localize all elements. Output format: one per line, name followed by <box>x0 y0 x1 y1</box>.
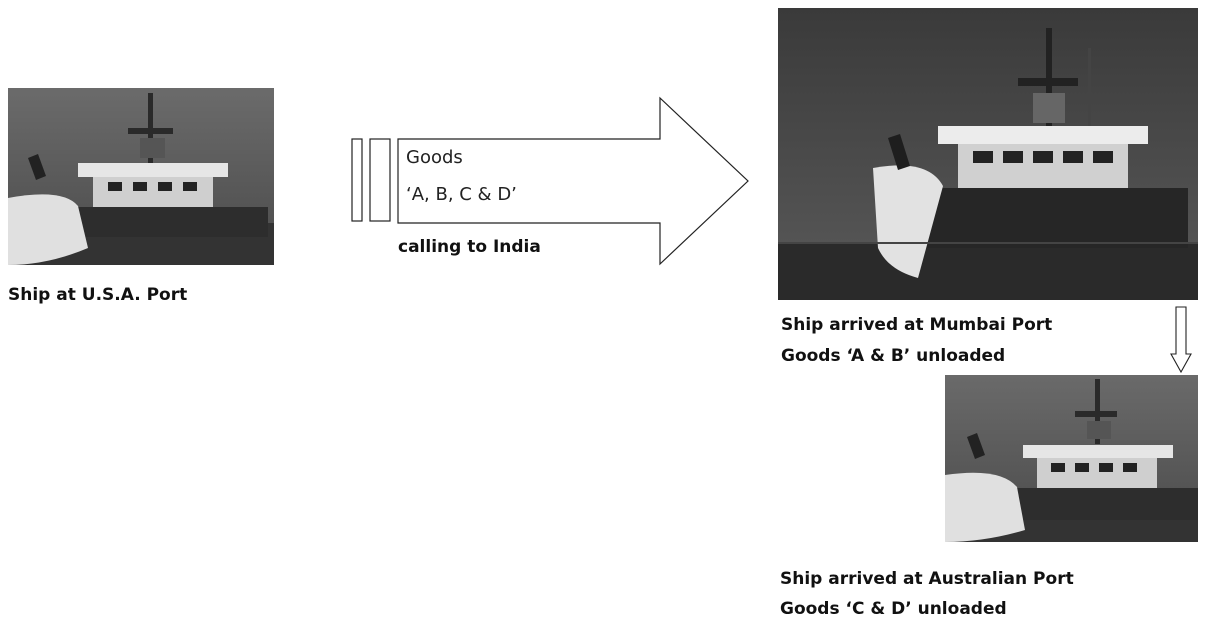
ship-photo-mumbai <box>778 8 1198 300</box>
container-box-1 <box>351 138 363 222</box>
ship-photo-usa <box>8 88 274 265</box>
caption-australia-line-1: Ship arrived at Australian Port <box>780 569 1074 589</box>
caption-mumbai-line-2: Goods ‘A & B’ unloaded <box>781 346 1006 366</box>
caption-mumbai-port: Ship arrived at Mumbai Port Goods ‘A & B… <box>781 310 1052 372</box>
ship-photo-australia <box>945 375 1198 542</box>
caption-mumbai-line-1: Ship arrived at Mumbai Port <box>781 315 1053 335</box>
arrow-route-label: calling to India <box>398 237 541 257</box>
caption-australia-port: Ship arrived at Australian Port Goods ‘C… <box>780 564 1074 624</box>
down-arrow <box>1170 306 1192 374</box>
caption-usa-port: Ship at U.S.A. Port <box>8 280 187 311</box>
arrow-goods-items: ‘A, B, C & D’ <box>406 184 517 205</box>
container-box-2 <box>369 138 391 222</box>
caption-usa-line-1: Ship at U.S.A. Port <box>8 285 188 305</box>
caption-australia-line-2: Goods ‘C & D’ unloaded <box>780 599 1007 619</box>
arrow-goods-label: Goods <box>406 147 463 168</box>
